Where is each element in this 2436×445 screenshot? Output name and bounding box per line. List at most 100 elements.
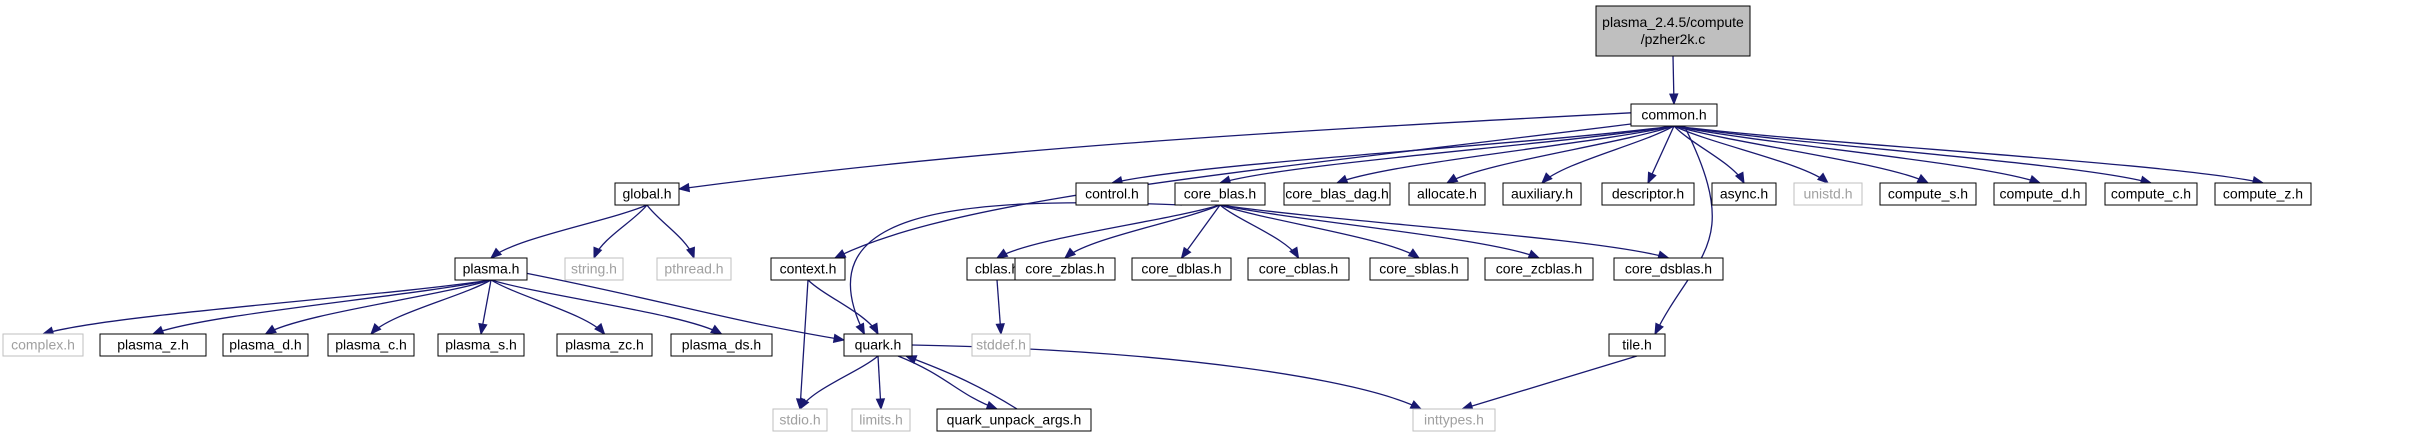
edge-arrowhead <box>1063 247 1077 259</box>
edge-line <box>897 355 998 410</box>
node-label: core_blas_dag.h <box>1285 186 1389 202</box>
edge-line <box>1673 125 2152 184</box>
node-label: compute_s.h <box>1888 186 1968 202</box>
node-box <box>1247 257 1350 281</box>
edge-arrowhead <box>985 400 999 410</box>
edge-tile-to-inttypes <box>1460 355 1638 411</box>
edge-arrowhead <box>264 324 277 335</box>
node-cblas[interactable]: cblas.h <box>966 257 1028 281</box>
node-label: stddef.h <box>976 337 1026 353</box>
node-label: complex.h <box>11 337 75 353</box>
edge-common-to-global <box>677 112 1632 193</box>
edge-line <box>526 272 845 341</box>
edge-context-to-stdio <box>795 279 809 411</box>
node-compute-d[interactable]: compute_d.h <box>1993 182 2087 206</box>
node-auxiliary[interactable]: auxiliary.h <box>1502 182 1582 206</box>
edge-line <box>1219 125 1675 184</box>
node-label: auxiliary.h <box>1511 186 1573 202</box>
node-box <box>1131 257 1232 281</box>
node-box <box>1484 257 1594 281</box>
edge-arrowhead <box>833 249 847 259</box>
node-label: tile.h <box>1622 337 1652 353</box>
node-core-zblas[interactable]: core_zblas.h <box>1014 257 1116 281</box>
node-core-sblas[interactable]: core_sblas.h <box>1369 257 1469 281</box>
node-box <box>843 333 913 357</box>
node-core-blas[interactable]: core_blas.h <box>1174 182 1266 206</box>
node-plasma-ds[interactable]: plasma_ds.h <box>670 333 773 357</box>
edge-quark_unpack-to-quark <box>904 355 1018 410</box>
node-core-dblas[interactable]: core_dblas.h <box>1131 257 1232 281</box>
edge-line <box>905 355 1018 410</box>
edge-arrowhead <box>1647 171 1657 185</box>
edge-global-to-string <box>593 204 648 260</box>
node-core-dsblas[interactable]: core_dsblas.h <box>1613 257 1724 281</box>
edge-global-to-pthread <box>646 204 695 260</box>
node-core-zcblas[interactable]: core_zcblas.h <box>1484 257 1594 281</box>
node-box <box>1369 257 1469 281</box>
edge-common-to-compute_c <box>1673 125 2153 185</box>
node-box <box>772 408 828 432</box>
node-box <box>2104 182 2198 206</box>
node-label: pthread.h <box>664 261 723 277</box>
edge-arrowhead <box>2028 174 2042 184</box>
node-box <box>437 333 525 357</box>
edge-common-to-compute_s <box>1673 125 1930 184</box>
node-context[interactable]: context.h <box>770 257 846 281</box>
node-compute-c[interactable]: compute_c.h <box>2104 182 2198 206</box>
node-core-blas-dag[interactable]: core_blas_dag.h <box>1283 182 1391 206</box>
edge-line <box>1064 204 1221 259</box>
node-box <box>851 408 911 432</box>
edge-arrowhead <box>1916 173 1930 184</box>
node-plasma[interactable]: plasma.h <box>454 257 528 281</box>
node-plasma-d[interactable]: plasma_d.h <box>222 333 309 357</box>
node-box <box>1608 333 1666 357</box>
node-quark[interactable]: quark.h <box>843 333 913 357</box>
edge-core_blas-to-core_dblas <box>1180 204 1221 260</box>
node-tile[interactable]: tile.h <box>1608 333 1666 357</box>
node-common[interactable]: common.h <box>1630 103 1718 127</box>
node-plasma-c[interactable]: plasma_c.h <box>327 333 415 357</box>
edge-plasma-to-plasma_zc <box>490 279 606 336</box>
node-label: common.h <box>1641 107 1706 123</box>
edge-arrowhead <box>489 247 503 259</box>
node-label: cblas.h <box>975 261 1019 277</box>
node-global[interactable]: global.h <box>614 182 680 206</box>
node-stdio: stdio.h <box>772 408 828 432</box>
edge-arrowhead <box>799 397 810 411</box>
node-box <box>1412 408 1496 432</box>
edge-common-to-allocate <box>1445 125 1675 184</box>
edge-line <box>1654 125 1713 335</box>
edge-arrowhead <box>1541 172 1553 184</box>
node-quark-unpack[interactable]: quark_unpack_args.h <box>936 408 1092 432</box>
edge-common-to-tile <box>1654 125 1713 336</box>
node-label: control.h <box>1085 186 1139 202</box>
node-root[interactable]: plasma_2.4.5/compute/pzher2k.c <box>1595 5 1751 57</box>
node-async[interactable]: async.h <box>1711 182 1777 206</box>
edge-plasma-to-plasma_c <box>370 279 492 336</box>
node-box <box>564 257 624 281</box>
node-allocate[interactable]: allocate.h <box>1408 182 1486 206</box>
edge-arrowhead <box>1180 246 1192 260</box>
edge-line <box>490 279 722 335</box>
node-plasma-zc[interactable]: plasma_zc.h <box>556 333 653 357</box>
edge-line <box>1446 125 1675 184</box>
node-compute-s[interactable]: compute_s.h <box>1879 182 1977 206</box>
edge-quark-to-quark_unpack <box>897 355 999 410</box>
node-plasma-s[interactable]: plasma_s.h <box>437 333 525 357</box>
node-core-cblas[interactable]: core_cblas.h <box>1247 257 1350 281</box>
node-label: quark_unpack_args.h <box>947 412 1082 428</box>
edge-plasma-to-plasma_s <box>478 279 492 336</box>
node-box <box>327 333 415 357</box>
node-label: stdio.h <box>779 412 820 428</box>
node-plasma-z[interactable]: plasma_z.h <box>99 333 207 357</box>
node-compute-z[interactable]: compute_z.h <box>2214 182 2312 206</box>
node-label: compute_d.h <box>2000 186 2081 202</box>
node-control[interactable]: control.h <box>1075 182 1149 206</box>
edge-arrowhead <box>686 246 695 260</box>
edge-arrowhead <box>593 246 603 260</box>
edge-common-to-auxiliary <box>1541 125 1675 184</box>
edge-line <box>1673 125 2264 184</box>
node-descriptor[interactable]: descriptor.h <box>1601 182 1695 206</box>
node-box <box>670 333 773 357</box>
node-label: plasma_ds.h <box>682 337 761 353</box>
